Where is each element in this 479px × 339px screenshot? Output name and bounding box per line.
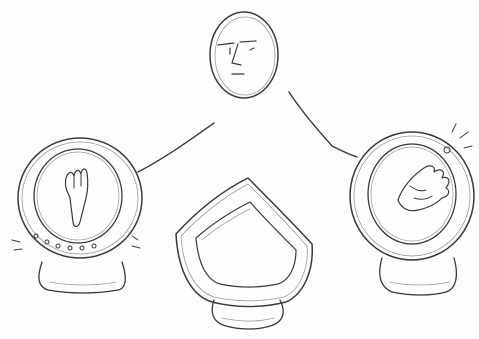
face-icon <box>210 12 278 98</box>
connector-lines <box>138 92 357 172</box>
center-blank-screen-icon <box>176 178 312 329</box>
left-screen-glowing-hand-icon <box>12 138 142 293</box>
right-screen-glowing-hand-icon <box>350 124 474 295</box>
connector-right <box>289 92 357 157</box>
connector-left <box>138 123 214 172</box>
